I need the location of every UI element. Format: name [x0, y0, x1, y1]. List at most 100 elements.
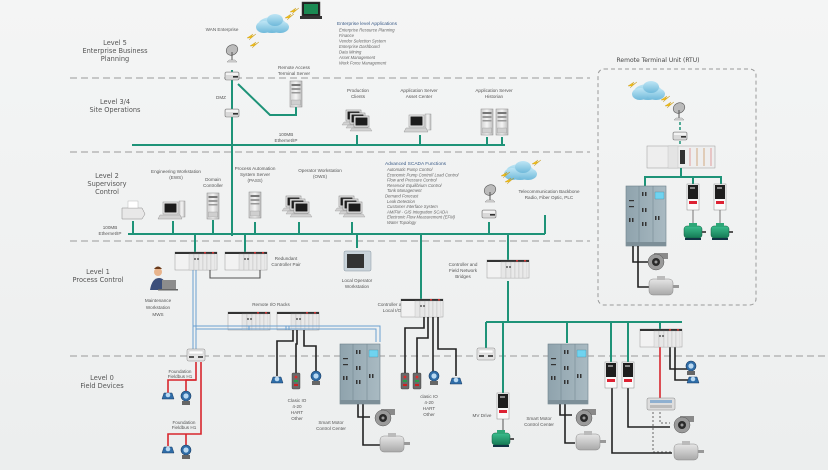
ews-label-1: Engineering Workstation	[151, 169, 201, 174]
historian-label-1: Application Server	[475, 88, 513, 93]
dotted-link	[652, 412, 672, 453]
printer-icon	[121, 200, 146, 220]
classic1-label-2: 4-20	[292, 404, 302, 409]
field-devices: Foundation Fieldbus H1 Foundation Fieldb…	[161, 328, 705, 461]
scada-function-item: Leak Detection	[387, 199, 416, 204]
scada-function-item: Automatic Pump Control	[386, 167, 433, 172]
wan-cloud-icon	[256, 14, 289, 33]
enterprise-app-item: Data Mining	[339, 50, 362, 55]
scada-function-item: Economic Pump Control/ Load Control	[387, 172, 460, 177]
remote-io-label: Remote I/O Racks	[252, 302, 290, 307]
scada-function-item: Reservoir Equilibrium Control	[387, 183, 443, 188]
mws-label-2: Workstation	[146, 305, 171, 310]
field-bridge-icon	[476, 347, 496, 361]
level34-title: Level 3/4	[100, 98, 130, 106]
domain-controller-label-1: Domain	[205, 177, 221, 182]
process-control-devices: Redundant Controller Pair Local Operator…	[145, 250, 530, 331]
scada-function-item: Tank Management	[387, 188, 422, 193]
rtu-title: Remote Terminal Unit (RTU)	[617, 57, 700, 64]
ethernet-top-label-1: 100MB	[279, 132, 294, 137]
wire	[627, 380, 670, 428]
scada-function-item: Flow and Pressure Control	[387, 178, 438, 183]
rtu-dish-icon	[670, 100, 688, 121]
scada-function-item: Customer Interface System	[387, 204, 438, 209]
telecom-label-1: Telecommunication Backbone	[518, 189, 579, 194]
level2-subtitle2: Control	[95, 188, 119, 196]
smcc2-label-2: Control Center	[524, 422, 554, 427]
scada-function-item: Water Topology	[387, 220, 417, 225]
motor-icon	[673, 440, 705, 461]
ews-label-2: (EWS)	[169, 175, 183, 180]
rtu-green-motor-icon	[683, 222, 707, 241]
asset-center-label-2: Asset Center	[406, 94, 433, 99]
motor-icon	[379, 432, 411, 453]
production-clients-icon	[342, 110, 372, 131]
pass-label-1: Process Automation	[235, 166, 276, 171]
laptop-icon	[300, 1, 322, 19]
motor-icon	[575, 430, 607, 451]
io-line	[196, 328, 377, 342]
push-button-station-icon	[291, 372, 301, 390]
wan-enterprise-label: WAN Enterprise	[206, 27, 239, 32]
enterprise-app-item: Vendor Selection System	[339, 39, 386, 44]
pump-icon	[374, 408, 396, 427]
fieldbus-bridge-icon	[186, 348, 206, 362]
bridges-label-2: Field Network	[449, 268, 478, 273]
dotted-links	[652, 412, 672, 453]
rtu-green-motor-icon	[710, 222, 734, 241]
wire	[404, 317, 425, 376]
rtu-boundary	[597, 68, 757, 306]
lightning-icon	[504, 177, 515, 185]
level5-subtitle: Enterprise Business	[82, 47, 148, 55]
pressure-transmitter-icon	[685, 360, 697, 376]
smart-mcc-icon	[339, 343, 381, 405]
supervisory-control-devices: Engineering Workstation (EWS) Domain Con…	[99, 166, 365, 236]
level2-subtitle: Supervisory	[87, 180, 126, 188]
pump-icon	[575, 408, 597, 427]
pressure-transmitter-icon	[180, 390, 192, 406]
level2-title: Level 2	[95, 172, 119, 180]
ethernet-top-label-2: Ethernet/IP	[275, 138, 298, 143]
smcc2-label-1: Smart Motor	[526, 416, 552, 421]
classic2-label-1: clasic IO	[420, 394, 438, 399]
redundant-controller-a-icon	[174, 251, 218, 271]
bridges-label-3: Bridges	[455, 274, 471, 279]
flow-meter-icon	[270, 376, 284, 384]
scada-function-item: Demand Forecast	[385, 194, 419, 199]
dmz-label: DMZ	[216, 95, 226, 100]
enterprise-apps-heading: Enterprise level Applications	[337, 21, 398, 27]
ff2-label-2: Fieldbus H1	[172, 425, 197, 430]
remote-access-server-icon	[289, 80, 303, 108]
rtu-controller-icon	[639, 328, 683, 348]
engineering-workstation-icon	[157, 200, 186, 220]
classic2-label-3: HART	[423, 406, 436, 411]
ethernet-l2-label-1: 100MB	[103, 225, 118, 230]
classic1-label-1: Clasic IO	[288, 398, 307, 403]
level0-title: Level 0	[90, 374, 114, 382]
vfd-drive-icon	[621, 361, 635, 389]
wire	[611, 380, 672, 454]
rtu-pump-icon	[647, 252, 669, 271]
classic2-label-2: 4-20	[424, 400, 434, 405]
telecom-router-icon	[481, 209, 497, 219]
ff2-label-1: Foundation	[173, 420, 196, 425]
historian-label-2: Historian	[485, 94, 504, 99]
rtu-drive-icon	[686, 183, 700, 211]
lightning-icon	[664, 101, 675, 109]
io-line	[193, 325, 381, 342]
telecom-dish-icon	[481, 182, 499, 203]
asset-center-label-1: Application Server	[400, 88, 438, 93]
push-button-station-icon	[400, 372, 410, 390]
smcc1-label-2: Control Center	[316, 426, 346, 431]
flow-meter-icon	[161, 392, 175, 400]
dmz-router-icon	[224, 108, 240, 118]
rtu-panel: Remote Terminal Unit (RTU)	[597, 57, 757, 306]
wire	[637, 246, 650, 288]
lightning-icon	[249, 41, 260, 49]
fieldbus-line	[185, 379, 196, 393]
satellite-dish-icon	[223, 42, 241, 63]
scada-function-item: AM/FM - GIS Integration SCADA	[386, 209, 448, 214]
historian-server-icon	[480, 108, 494, 136]
io-network-lines	[192, 270, 381, 352]
